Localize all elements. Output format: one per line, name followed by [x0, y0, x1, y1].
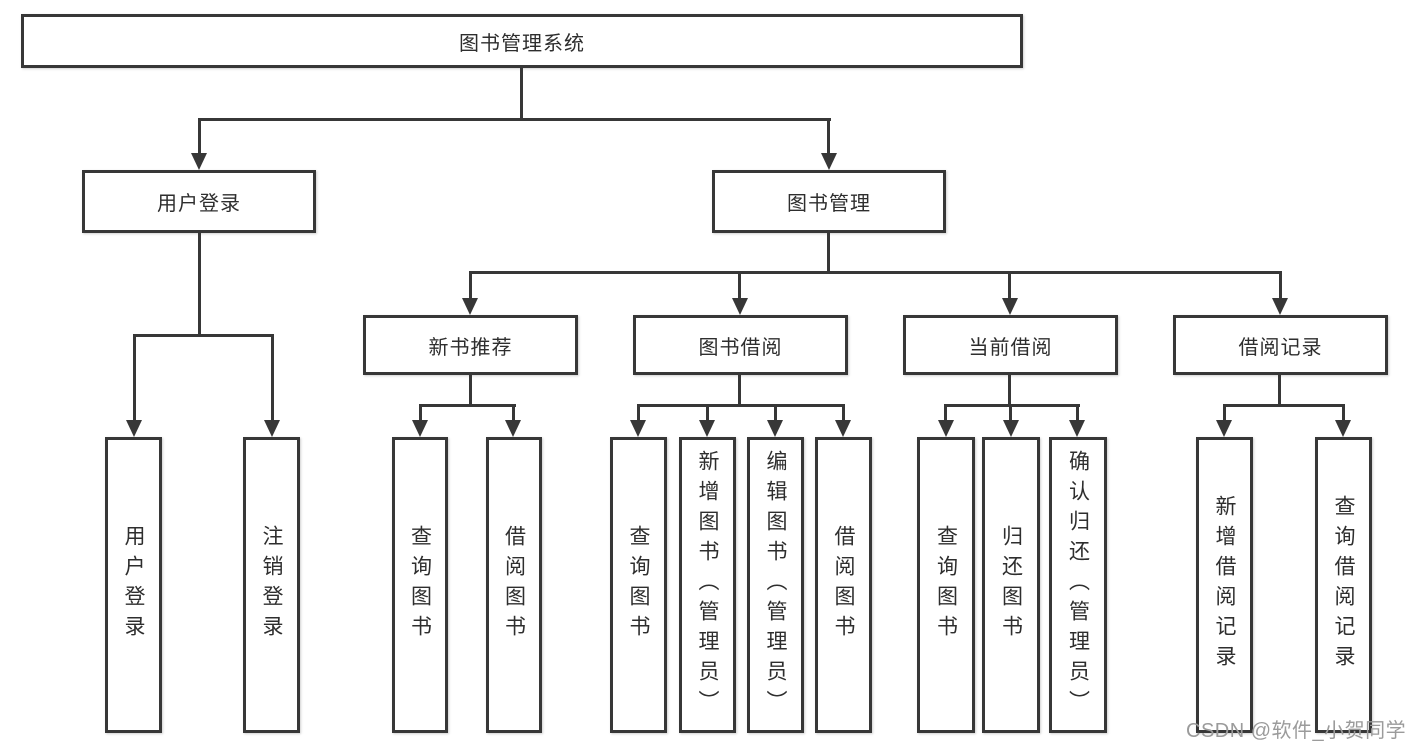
connector-to-current-borrow	[1008, 271, 1011, 300]
leaf-return-book-label: 归还图书	[999, 525, 1023, 645]
connector-book-borrow-bar	[637, 404, 845, 407]
leaf-query-book-recommend: 查询图书	[392, 437, 448, 733]
node-borrow-record: 借阅记录	[1173, 315, 1388, 375]
arrowhead-leaf-user-login	[126, 420, 142, 437]
leaf-query-borrow-record-label: 查询借阅记录	[1332, 495, 1355, 675]
leaf-add-book-admin: 新增图书（管理员）	[679, 437, 736, 733]
leaf-query-borrow-record: 查询借阅记录	[1315, 437, 1372, 733]
node-root: 图书管理系统	[21, 14, 1023, 68]
connector-book-mgmt-stem	[827, 232, 830, 274]
arrowhead-leaf-logout	[264, 420, 280, 437]
leaf-borrow-book-recommend-label: 借阅图书	[502, 525, 526, 645]
leaf-query-book-current: 查询图书	[917, 437, 975, 733]
connector-to-edit-book	[774, 404, 777, 422]
leaf-return-book: 归还图书	[982, 437, 1040, 733]
connector-borrow-record-stem	[1278, 375, 1281, 406]
leaf-edit-book-admin-label: 编辑图书（管理员）	[764, 450, 787, 720]
leaf-borrow-book-recommend: 借阅图书	[486, 437, 542, 733]
arrowhead-book-borrow	[732, 298, 748, 315]
node-book-mgmt: 图书管理	[712, 170, 946, 233]
arrowhead-borrow-book	[835, 420, 851, 437]
node-current-borrow: 当前借阅	[903, 315, 1118, 375]
leaf-query-book-current-label: 查询图书	[934, 525, 958, 645]
node-root-label: 图书管理系统	[459, 32, 585, 55]
connector-user-login-stem	[198, 232, 201, 334]
connector-to-borrow-record	[1279, 271, 1282, 300]
arrowhead-borrow-record	[1272, 298, 1288, 315]
connector-to-borrow-book-rec	[512, 404, 515, 422]
arrowhead-query-borrow-record	[1335, 420, 1351, 437]
arrowhead-query-book-current	[938, 420, 954, 437]
connector-to-confirm-return	[1076, 404, 1079, 422]
connector-user-login-bar	[133, 334, 274, 337]
leaf-add-book-admin-label: 新增图书（管理员）	[696, 450, 719, 720]
node-current-borrow-label: 当前借阅	[968, 336, 1053, 359]
connector-to-add-book	[706, 404, 709, 422]
connector-new-book-rec-stem	[469, 375, 472, 406]
connector-book-mgmt-bar	[469, 271, 1282, 274]
connector-current-borrow-stem	[1008, 375, 1011, 406]
arrowhead-query-book-rec	[412, 420, 428, 437]
leaf-borrow-book: 借阅图书	[815, 437, 872, 733]
leaf-add-borrow-record-label: 新增借阅记录	[1213, 495, 1236, 675]
connector-new-book-rec-bar	[419, 404, 516, 407]
leaf-confirm-return-admin-label: 确认归还（管理员）	[1066, 450, 1090, 720]
connector-to-add-borrow-record	[1223, 404, 1226, 422]
node-book-borrow-label: 图书借阅	[698, 336, 783, 359]
connector-to-query-book-current	[944, 404, 947, 422]
connector-to-leaf-logout	[271, 334, 274, 422]
arrowhead-new-book-rec	[462, 298, 478, 315]
leaf-add-borrow-record: 新增借阅记录	[1196, 437, 1253, 733]
node-book-mgmt-label: 图书管理	[787, 193, 871, 215]
connector-to-query-borrow-record	[1342, 404, 1345, 422]
leaf-query-book-recommend-label: 查询图书	[408, 525, 432, 645]
connector-current-borrow-bar	[944, 404, 1080, 407]
arrowhead-add-borrow-record	[1216, 420, 1232, 437]
arrowhead-edit-book	[767, 420, 783, 437]
node-new-book-recommend-label: 新书推荐	[428, 336, 513, 359]
connector-to-return-book	[1009, 404, 1012, 422]
arrowhead-borrow-book-rec	[505, 420, 521, 437]
connector-to-user-login	[198, 118, 201, 156]
connector-borrow-record-bar	[1223, 404, 1345, 407]
connector-book-borrow-stem	[738, 375, 741, 406]
node-book-borrow: 图书借阅	[633, 315, 848, 375]
node-borrow-record-label: 借阅记录	[1238, 336, 1323, 359]
connector-to-leaf-user-login	[133, 334, 136, 422]
watermark-text: CSDN @软件_小贺同学	[1186, 720, 1405, 742]
arrowhead-current-borrow	[1002, 298, 1018, 315]
leaf-query-book-borrow: 查询图书	[610, 437, 667, 733]
connector-to-query-book-borrow	[637, 404, 640, 422]
connector-to-book-mgmt	[827, 118, 830, 156]
leaf-confirm-return-admin: 确认归还（管理员）	[1049, 437, 1107, 733]
arrowhead-confirm-return	[1069, 420, 1085, 437]
arrowhead-book-mgmt	[821, 153, 837, 170]
leaf-query-book-borrow-label: 查询图书	[627, 525, 650, 645]
arrowhead-return-book	[1003, 420, 1019, 437]
arrowhead-user-login	[191, 153, 207, 170]
leaf-logout-login-label: 注销登录	[260, 525, 283, 645]
leaf-user-login-label: 用户登录	[122, 525, 145, 645]
connector-to-book-borrow	[738, 271, 741, 300]
leaf-borrow-book-label: 借阅图书	[832, 525, 855, 645]
connector-to-query-book-rec	[419, 404, 422, 422]
connector-to-new-book-rec	[469, 271, 472, 300]
arrowhead-add-book	[699, 420, 715, 437]
leaf-logout-login: 注销登录	[243, 437, 300, 733]
connector-root-bar	[198, 118, 831, 121]
arrowhead-query-book-borrow	[630, 420, 646, 437]
connector-root-stem	[520, 68, 523, 120]
connector-to-borrow-book	[842, 404, 845, 422]
leaf-user-login: 用户登录	[105, 437, 162, 733]
node-user-login: 用户登录	[82, 170, 316, 233]
leaf-edit-book-admin: 编辑图书（管理员）	[747, 437, 804, 733]
node-user-login-label: 用户登录	[157, 193, 241, 215]
node-new-book-recommend: 新书推荐	[363, 315, 578, 375]
